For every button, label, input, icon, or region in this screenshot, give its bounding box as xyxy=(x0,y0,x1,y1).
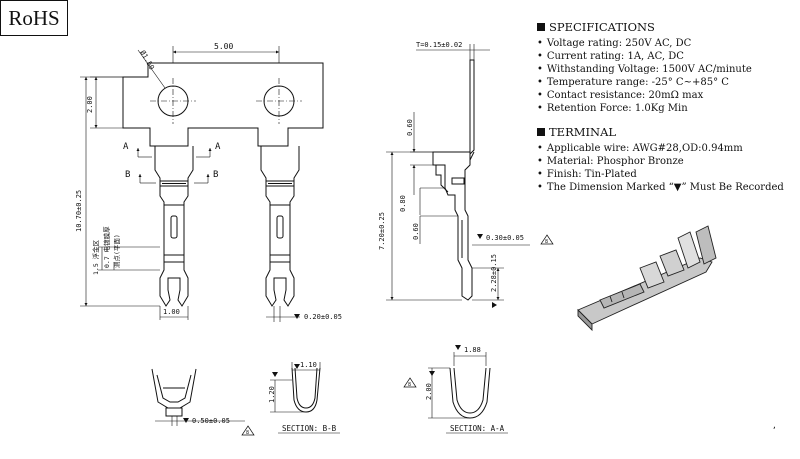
spec-retention-force: Retention Force: 1.0Kg Min xyxy=(537,102,752,115)
aa-width-mark-icon xyxy=(455,345,461,350)
section-a-left-label: A xyxy=(123,142,129,152)
bb-height-mark-icon xyxy=(272,372,278,377)
bb-width-mark-icon xyxy=(294,364,300,369)
aa-height-mark-icon xyxy=(429,371,435,376)
terminal-wire: Applicable wire: AWG#28,OD:0.94mm xyxy=(537,142,784,155)
spec-contact-resistance: Contact resistance: 20mΩ max xyxy=(537,89,752,102)
bottom-view xyxy=(151,368,245,426)
specifications-section: SPECIFICATIONS Voltage rating: 250V AC, … xyxy=(537,20,752,115)
bottom-view-labels: 0.50±0.05 8 xyxy=(183,417,255,436)
carrier-height-label: 2.00 xyxy=(86,96,94,113)
terminal-list: Applicable wire: AWG#28,OD:0.94mm Materi… xyxy=(537,142,784,194)
terminal-title: TERMINAL xyxy=(537,125,784,139)
side-view xyxy=(386,44,530,301)
terminal-section: TERMINAL Applicable wire: AWG#28,OD:0.94… xyxy=(537,125,784,194)
side-thickness-label: T=0.15±0.02 xyxy=(416,41,462,49)
spec-current: Current rating: 1A, AC, DC xyxy=(537,50,752,63)
bb-height-label: 1.20 xyxy=(268,386,276,403)
zone-1-label: 1.5 浮金区 xyxy=(91,239,100,275)
side-dim-1-label: 0.60 xyxy=(406,119,414,136)
bottom-mark-triangle-icon xyxy=(241,425,255,436)
bottom-mark-icon xyxy=(183,418,189,423)
specifications-list: Voltage rating: 250V AC, DC Current rati… xyxy=(537,37,752,115)
bb-width-label: 1.10 xyxy=(300,361,317,369)
aa-mark-triangle-icon xyxy=(403,377,417,388)
section-aa-title: SECTION: A-A xyxy=(450,424,505,433)
section-a-right-label: A xyxy=(215,142,221,152)
section-bb xyxy=(270,362,340,434)
section-b-right-label: B xyxy=(213,170,218,180)
spec-temperature: Temperature range: -25° C~+85° C xyxy=(537,76,752,89)
bottom-mark-label: 8 xyxy=(246,430,249,436)
thickness-mark-icon xyxy=(294,314,300,319)
side-tip-label: 0.30±0.05 xyxy=(486,234,524,242)
terminal-right xyxy=(260,146,300,307)
tip-len-mark-icon xyxy=(492,302,497,308)
hole-dia-label: Ø1.50 xyxy=(138,49,155,71)
section-aa xyxy=(428,352,508,434)
spec-withstanding: Withstanding Voltage: 1500V AC/minute xyxy=(537,63,752,76)
side-profile xyxy=(469,59,475,156)
side-view-labels: T=0.15±0.02 0.60 0.80 0.60 7.20±0.25 0.3… xyxy=(378,41,554,308)
rohs-badge: RoHS xyxy=(0,0,68,36)
aa-width-label: 1.88 xyxy=(464,346,481,354)
front-view xyxy=(80,46,324,322)
aa-height-label: 2.00 xyxy=(425,383,433,400)
spec-voltage: Voltage rating: 250V AC, DC xyxy=(537,37,752,50)
bottom-width-label: 0.50±0.05 xyxy=(192,417,230,425)
total-length-label: 10.70±0.25 xyxy=(75,190,83,232)
tip-mark-icon xyxy=(477,234,483,239)
side-tip-len-label: 2.28±0.15 xyxy=(490,254,498,292)
zone-3-label: 测点(平面) xyxy=(113,234,121,268)
side-dim-2-label: 0.80 xyxy=(399,195,407,212)
thickness-label: 0.20±0.05 xyxy=(304,313,342,321)
zone-2-label: 0.7 电镀膜厚 xyxy=(102,226,111,268)
side-mark-label: 8 xyxy=(545,239,548,245)
section-bb-title: SECTION: B-B xyxy=(282,424,337,433)
isometric-view xyxy=(577,225,717,332)
section-aa-labels: 1.88 2.00 8 SECTION: A-A xyxy=(403,345,505,433)
terminal-left xyxy=(154,146,194,307)
section-b-left-label: B xyxy=(125,170,130,180)
specifications-title: SPECIFICATIONS xyxy=(537,20,752,34)
pitch-label: 5.00 xyxy=(214,42,233,51)
terminal-finish: Finish: Tin-Plated xyxy=(537,168,784,181)
front-view-labels: 5.00 Ø1.50 2.00 10.70±0.25 1.5 浮金区 0.7 电… xyxy=(75,42,342,321)
side-dim-3-label: 0.60 xyxy=(412,223,420,240)
section-bb-labels: 1.10 1.20 SECTION: B-B xyxy=(268,361,337,433)
aa-mark-label: 8 xyxy=(408,382,411,388)
terminal-material: Material: Phosphor Bronze xyxy=(537,155,784,168)
terminal-note: The Dimension Marked “▼” Must Be Recorde… xyxy=(537,181,784,194)
side-height-label: 7.20±0.25 xyxy=(378,212,386,250)
stray-mark: , xyxy=(772,421,777,430)
carrier-strip xyxy=(122,62,324,147)
side-mark-triangle-icon xyxy=(540,234,554,245)
width-label: 1.00 xyxy=(163,308,180,316)
